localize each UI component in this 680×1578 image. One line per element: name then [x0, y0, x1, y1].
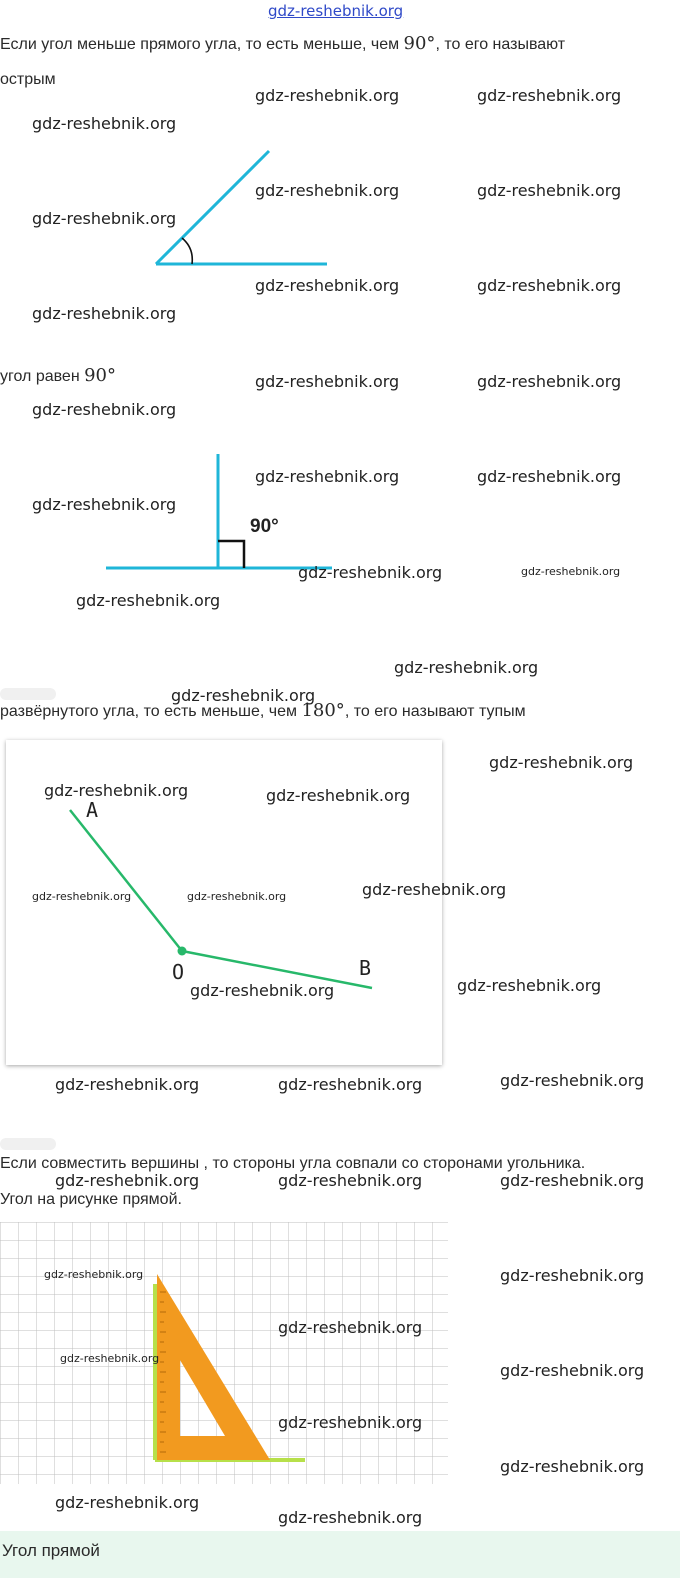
- watermark: gdz-reshebnik.org: [76, 591, 221, 610]
- watermark: gdz-reshebnik.org: [278, 1508, 423, 1527]
- watermark: gdz-reshebnik.org: [32, 400, 177, 419]
- point-b-label: B: [359, 956, 372, 980]
- obtuse-angle-figure: [69, 809, 373, 990]
- watermark: gdz-reshebnik.org: [278, 1318, 423, 1337]
- watermark: gdz-reshebnik.org: [32, 495, 177, 514]
- watermark: gdz-reshebnik.org: [278, 1075, 423, 1094]
- obtuse-text-after: , то его называют тупым: [344, 703, 526, 720]
- right-angle-label: 90°: [250, 516, 279, 537]
- watermark: gdz-reshebnik.org: [477, 276, 622, 295]
- watermark: gdz-reshebnik.org: [55, 1493, 200, 1512]
- right-math: 90°: [84, 365, 117, 386]
- watermark: gdz-reshebnik.org: [32, 209, 177, 228]
- watermark: gdz-reshebnik.org: [55, 1075, 200, 1094]
- watermark: gdz-reshebnik.org: [44, 1268, 144, 1281]
- acute-text-line2: острым: [0, 71, 56, 88]
- faint-block: [0, 688, 56, 700]
- watermark: gdz-reshebnik.org: [171, 686, 316, 705]
- watermark: gdz-reshebnik.org: [477, 181, 622, 200]
- watermark: gdz-reshebnik.org: [187, 890, 287, 903]
- watermark: gdz-reshebnik.org: [500, 1071, 645, 1090]
- watermark: gdz-reshebnik.org: [500, 1457, 645, 1476]
- watermark: gdz-reshebnik.org: [255, 276, 400, 295]
- watermark: gdz-reshebnik.org: [477, 86, 622, 105]
- answer-text: Угол прямой: [2, 1541, 100, 1560]
- watermark: gdz-reshebnik.org: [32, 114, 177, 133]
- grid-triangle-figure: [0, 1222, 448, 1484]
- watermark: gdz-reshebnik.org: [521, 565, 621, 578]
- acute-text-line1: Если угол меньше прямого угла, то есть м…: [0, 34, 565, 55]
- right-angle-mark: [218, 539, 246, 568]
- watermark: gdz-reshebnik.org: [477, 372, 622, 391]
- watermark: gdz-reshebnik.org: [190, 981, 335, 1000]
- watermark: gdz-reshebnik.org: [255, 181, 400, 200]
- watermark: gdz-reshebnik.org: [255, 372, 400, 391]
- acute-angle-figure: [154, 149, 327, 266]
- watermark: gdz-reshebnik.org: [32, 890, 132, 903]
- point-a-label: A: [86, 798, 99, 822]
- check-text-line1: Если совместить вершины , то стороны угл…: [0, 1155, 586, 1172]
- answer-footer: Угол прямой: [0, 1531, 680, 1578]
- set-square-ruler: [160, 1291, 166, 1453]
- acute-ray-diagonal: [154, 149, 271, 266]
- acute-angle-arc: [181, 237, 194, 265]
- watermark: gdz-reshebnik.org: [298, 563, 443, 582]
- set-square: [157, 1274, 270, 1460]
- obtuse-text-before: развёрнутого угла, то есть меньше, чем: [0, 703, 302, 720]
- watermark: gdz-reshebnik.org: [500, 1171, 645, 1190]
- watermark: gdz-reshebnik.org: [32, 304, 177, 323]
- watermark: gdz-reshebnik.org: [394, 658, 539, 677]
- watermark: gdz-reshebnik.org: [60, 1352, 160, 1365]
- acute-text-after: , то его называют: [435, 36, 566, 53]
- right-text-line: угол равен 90°: [0, 366, 116, 387]
- watermark: gdz-reshebnik.org: [255, 86, 400, 105]
- watermark: gdz-reshebnik.org: [457, 976, 602, 995]
- check-text-line2: Угол на рисунке прямой.: [0, 1191, 182, 1208]
- right-angle-figure: [106, 454, 332, 570]
- watermark: gdz-reshebnik.org: [500, 1361, 645, 1380]
- obtuse-text-line: развёрнутого угла, то есть меньше, чем 1…: [0, 701, 526, 722]
- faint-block: [0, 1138, 56, 1150]
- watermark: gdz-reshebnik.org: [44, 781, 189, 800]
- watermark: gdz-reshebnik.org: [255, 467, 400, 486]
- obtuse-figure-box: [6, 740, 442, 1065]
- obtuse-math: 180°: [301, 700, 345, 721]
- acute-text-before: Если угол меньше прямого угла, то есть м…: [0, 36, 404, 53]
- obtuse-ray-oa: [69, 809, 183, 952]
- watermark: gdz-reshebnik.org: [489, 753, 634, 772]
- watermark: gdz-reshebnik.org: [362, 880, 507, 899]
- vertex-point: [177, 946, 187, 956]
- watermark: gdz-reshebnik.org: [266, 786, 411, 805]
- obtuse-ray-ob: [181, 949, 373, 990]
- watermark: gdz-reshebnik.org: [278, 1413, 423, 1432]
- watermark: gdz-reshebnik.org: [278, 1171, 423, 1190]
- watermark: gdz-reshebnik.org: [477, 467, 622, 486]
- watermark: gdz-reshebnik.org: [55, 1171, 200, 1190]
- acute-math: 90°: [403, 33, 436, 54]
- watermark: gdz-reshebnik.org: [500, 1266, 645, 1285]
- point-o-label: O: [172, 960, 185, 984]
- right-text: угол равен: [0, 368, 85, 385]
- site-watermark-header: gdz-reshebnik.org: [268, 2, 404, 20]
